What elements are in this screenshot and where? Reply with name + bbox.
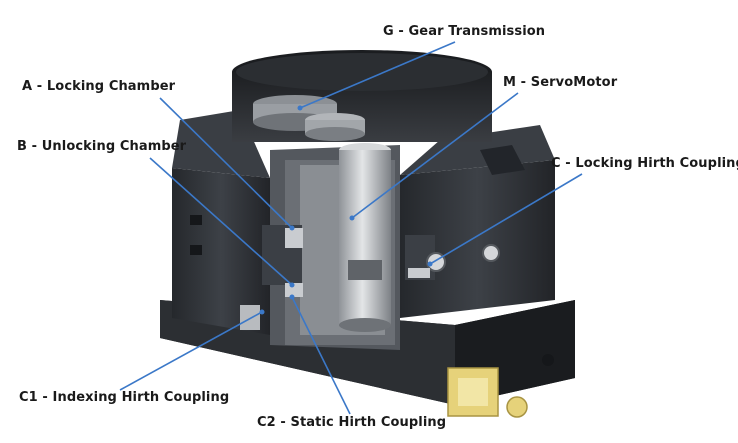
leader-endpoints	[259, 105, 433, 315]
leader-lines	[119, 41, 583, 415]
label-locking-chamber: A - Locking Chamber	[22, 79, 176, 94]
label-servomotor: M - ServoMotor	[503, 75, 618, 90]
servomotor	[339, 143, 391, 332]
label-unlocking-chamber: B - Unlocking Chamber	[17, 139, 187, 154]
label-static-hirth-coupling: C2 - Static Hirth Coupling	[257, 415, 447, 430]
bottom-connector	[447, 354, 554, 418]
gear-transmission	[253, 95, 365, 141]
body-right-block	[400, 125, 555, 318]
label-gear-transmission: G - Gear Transmission	[383, 24, 546, 39]
label-indexing-hirth-coupling: C1 - Indexing Hirth Coupling	[19, 390, 230, 405]
label-locking-hirth-coupling: C - Locking Hirth Coupling	[551, 156, 738, 171]
